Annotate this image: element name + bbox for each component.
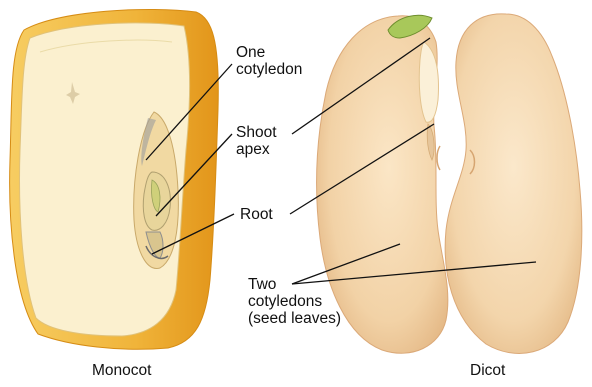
label-one-cotyledon-line1: One [236, 44, 302, 61]
label-shoot-apex-line1: Shoot [236, 124, 277, 141]
label-root: Root [240, 206, 273, 223]
caption-dicot: Dicot [470, 362, 505, 379]
label-shoot-apex-line2: apex [236, 141, 277, 158]
label-two-cotyledons-line3: (seed leaves) [248, 310, 341, 327]
label-shoot-apex: Shoot apex [236, 124, 277, 158]
label-two-cotyledons: Two cotyledons (seed leaves) [248, 276, 341, 327]
dicot-cotyledon-right [445, 14, 582, 354]
label-two-cotyledons-line2: cotyledons [248, 293, 341, 310]
dicot-notch-left [437, 146, 440, 170]
label-two-cotyledons-line1: Two [248, 276, 341, 293]
label-one-cotyledon-line2: cotyledon [236, 61, 302, 78]
dicot-seed [317, 14, 582, 354]
monocot-seed [10, 9, 219, 349]
caption-monocot: Monocot [92, 362, 151, 379]
label-one-cotyledon: One cotyledon [236, 44, 302, 78]
